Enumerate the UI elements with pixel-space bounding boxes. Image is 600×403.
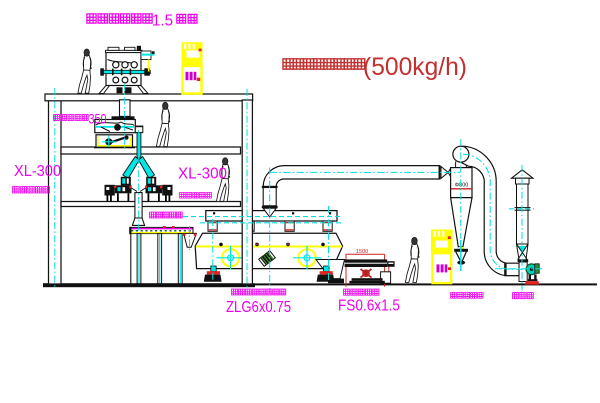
svg-text:XL-300: XL-300 (178, 166, 227, 183)
svg-text:(500kg/h): (500kg/h) (363, 53, 467, 81)
svg-text:Φ800: Φ800 (455, 182, 469, 188)
svg-text:ZLG6x0.75: ZLG6x0.75 (226, 299, 291, 316)
svg-text:350: 350 (89, 111, 107, 127)
svg-text:1.5: 1.5 (152, 13, 173, 30)
svg-text:XL-300: XL-300 (14, 163, 61, 180)
svg-text:1500: 1500 (356, 249, 368, 255)
svg-text:FS0.6x1.5: FS0.6x1.5 (338, 298, 400, 315)
